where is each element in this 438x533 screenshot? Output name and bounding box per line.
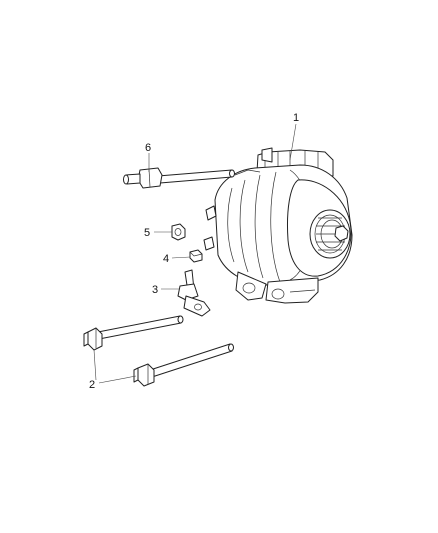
stud-part-6	[123, 167, 235, 189]
callout-4: 4	[163, 253, 169, 265]
callout-1: 1	[293, 112, 299, 124]
bolt-part-2-upper	[83, 315, 184, 351]
leader-4	[171, 256, 191, 259]
nut-part-5	[171, 223, 186, 241]
callout-labels: 1 2 3 4 5 6	[89, 112, 299, 391]
leader-2b	[98, 375, 137, 384]
callout-2: 2	[89, 379, 95, 391]
callout-5: 5	[144, 227, 150, 239]
leader-lines	[93, 123, 297, 384]
nut-part-4	[189, 249, 203, 263]
bolt-part-2-lower	[133, 343, 234, 387]
alternator-part-1	[203, 147, 353, 304]
leader-2a	[93, 349, 97, 381]
leader-1	[289, 123, 297, 161]
callout-3: 3	[152, 284, 158, 296]
bracket-part-3	[177, 269, 211, 317]
callout-6: 6	[145, 142, 151, 154]
